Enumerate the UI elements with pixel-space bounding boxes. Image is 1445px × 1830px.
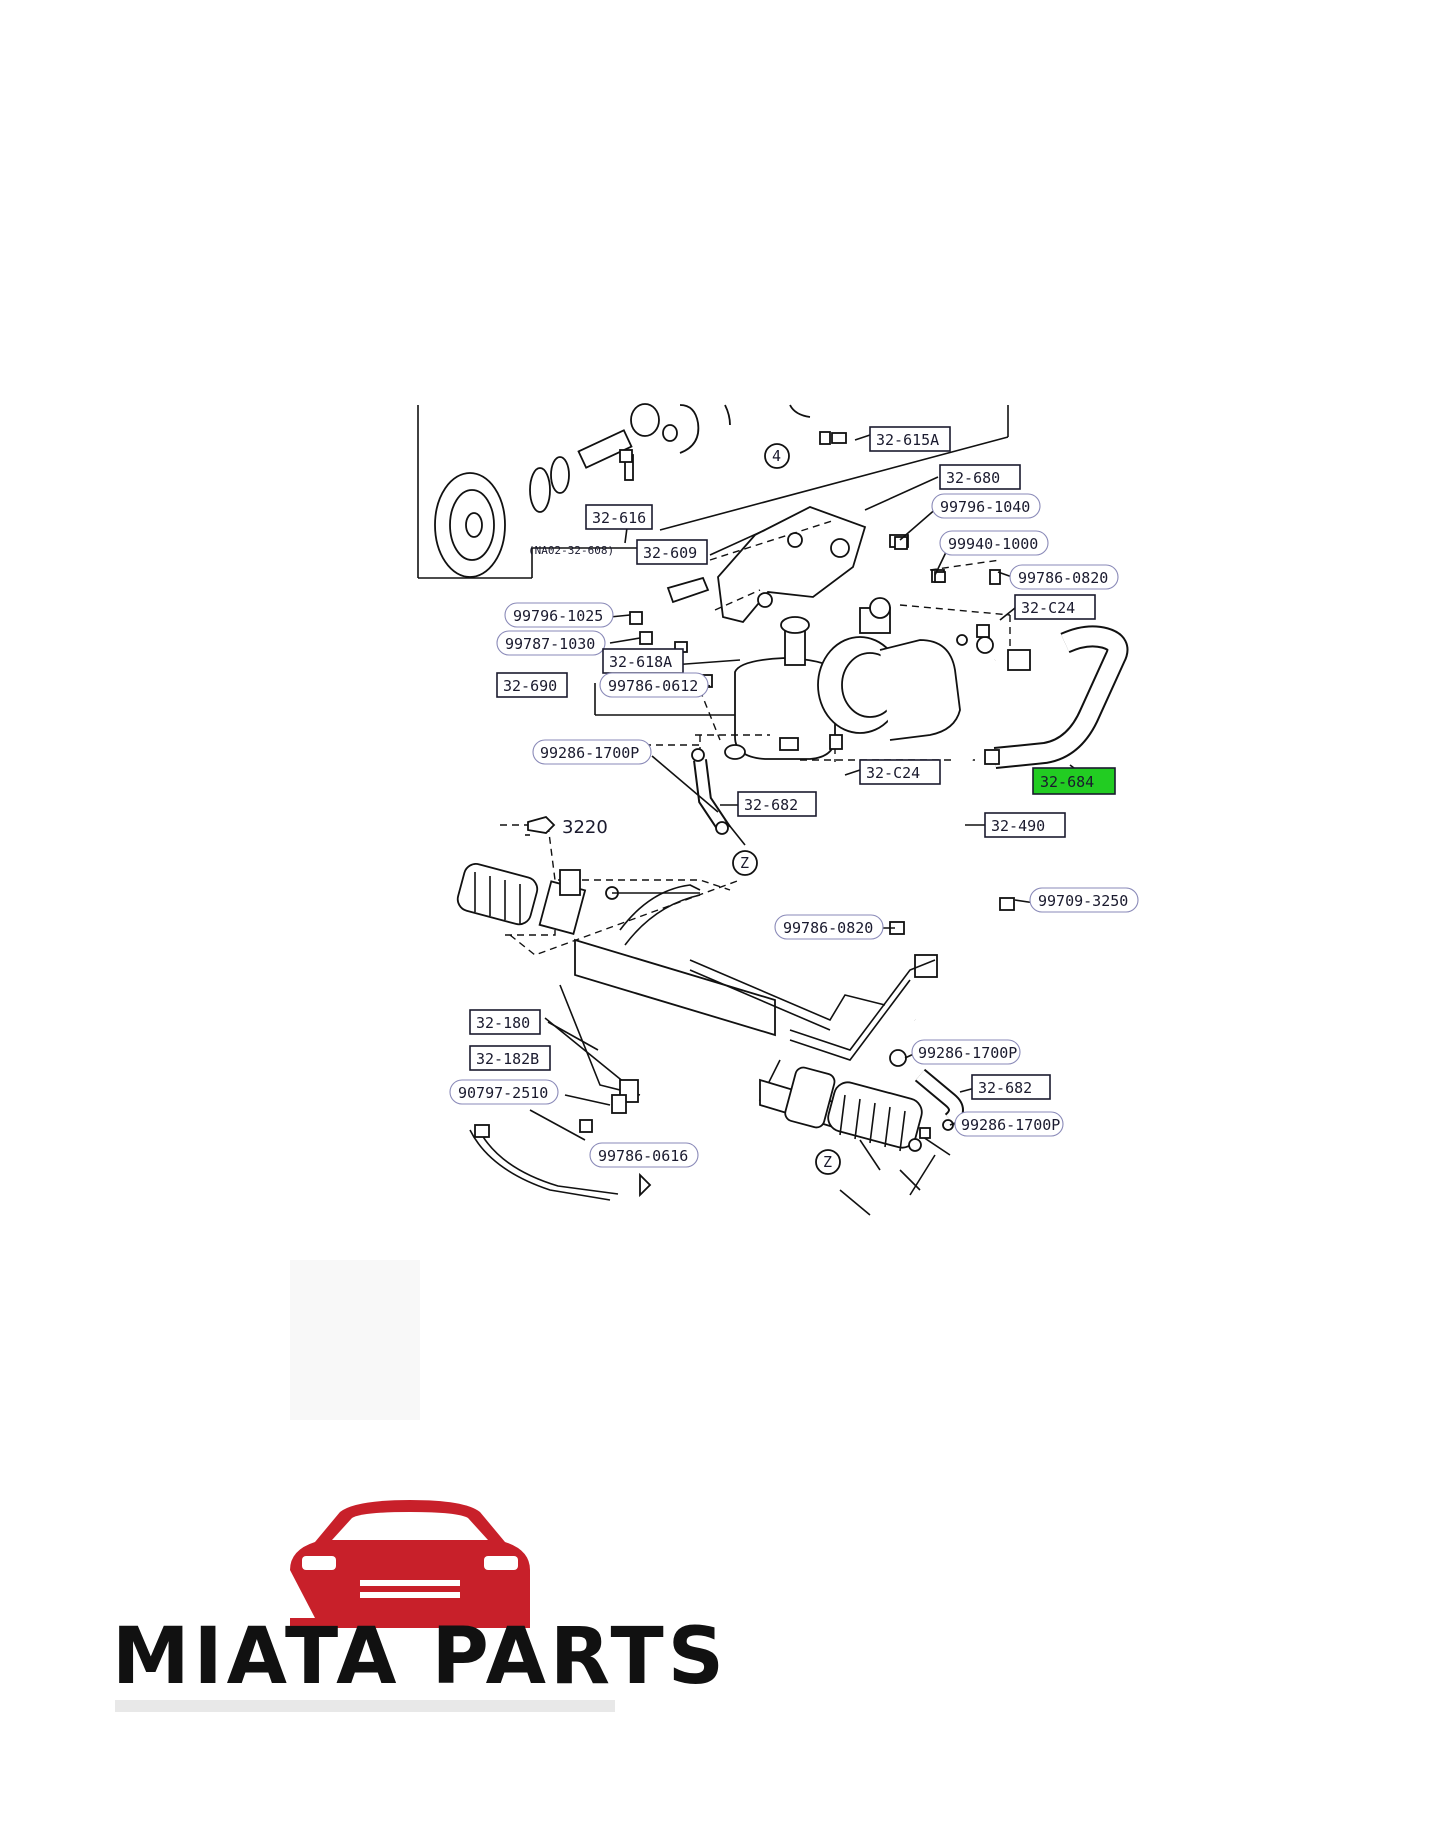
callout-box-c24b (859, 759, 941, 785)
callout-oval-1040 (931, 493, 1041, 519)
callout-box-616 (585, 504, 653, 530)
callout-box-609 (636, 539, 708, 565)
callout-680: 32-680 (946, 469, 1000, 487)
callout-oval-1700c (954, 1111, 1064, 1137)
callout-oval-0820a (1009, 564, 1119, 590)
callout-box-690 (496, 672, 568, 698)
callout-box-682a (737, 791, 817, 817)
callout-1700b: 99286-1700P (918, 1044, 1017, 1062)
return-hose (984, 625, 1129, 769)
lower-left-clamps (469, 1017, 936, 1216)
callout-3250: 99709-3250 (1038, 892, 1128, 910)
callout-1030: 99787-1030 (505, 635, 595, 653)
callout-oval-1700a (532, 739, 652, 765)
reference-arrow-icon (527, 815, 556, 834)
callout-oval-99940 (939, 530, 1049, 556)
car-front-icon (290, 1500, 530, 1628)
callout-box-490 (984, 812, 1066, 838)
callout-1025: 99796-1025 (513, 607, 603, 625)
callout-2510: 90797-2510 (458, 1084, 548, 1102)
callout-box-615a (869, 426, 951, 452)
callout-box-180 (469, 1009, 541, 1035)
callout-0612: 99786-0612 (608, 677, 698, 695)
feed-hose-lower (889, 1049, 964, 1131)
z-marker-circle-2 (815, 1149, 841, 1175)
callout-615a: 32-615A (876, 431, 939, 449)
steering-rack (456, 824, 951, 1156)
callout-oval-0612 (599, 672, 709, 698)
power-steering-pump (817, 597, 994, 741)
callout-618a: 32-618A (609, 653, 672, 671)
callout-oval-1025 (504, 602, 614, 628)
callout-690: 32-690 (503, 677, 557, 695)
four-marker: 4 (772, 447, 781, 465)
callout-box-682b (971, 1074, 1051, 1100)
callout-682a: 32-682 (744, 796, 798, 814)
callout-oval-2510 (449, 1079, 559, 1105)
fasteners (619, 431, 1015, 1139)
callout-1040: 99796-1040 (940, 498, 1030, 516)
callout-0820b: 99786-0820 (783, 919, 873, 937)
four-marker-circle (764, 443, 790, 469)
callouts: 32-615A 32-680 99796-1040 32-616 (NA02-3… (449, 426, 1139, 1175)
callout-1700a: 99286-1700P (540, 744, 639, 762)
callout-182b: 32-182B (476, 1050, 539, 1068)
callout-682b: 32-682 (978, 1079, 1032, 1097)
callout-oval-0820b (774, 914, 884, 940)
callout-oval-1700b (911, 1039, 1021, 1065)
callout-609: 32-609 (643, 544, 697, 562)
callout-99940: 99940-1000 (948, 535, 1038, 553)
callout-684: 32-684 (1040, 773, 1094, 791)
pump-pulley (434, 403, 847, 578)
z-marker-2: Z (823, 1153, 832, 1171)
callout-box-c24a (1014, 594, 1096, 620)
watermark (290, 1260, 420, 1420)
callout-c24a: 32-C24 (1021, 599, 1075, 617)
callout-0820a: 99786-0820 (1018, 569, 1108, 587)
callout-oval-1030 (496, 630, 606, 656)
fluid-reservoir (674, 616, 836, 760)
callout-490: 32-490 (991, 817, 1045, 835)
callout-box-182b (469, 1045, 551, 1071)
callout-3220: 3220 (562, 817, 608, 838)
callout-1700c: 99286-1700P (961, 1116, 1060, 1134)
feed-hose-upper (651, 748, 746, 846)
brand-name: MIATA PARTS (112, 1612, 728, 1702)
callout-180: 32-180 (476, 1014, 530, 1032)
frame-lines (417, 405, 1009, 579)
callout-616: 32-616 (592, 509, 646, 527)
callout-na02: (NA02-32-608) (528, 544, 614, 557)
callout-oval-0616 (589, 1142, 699, 1168)
callout-box-680 (939, 464, 1021, 490)
callout-oval-3250 (1029, 887, 1139, 913)
pump-bracket (666, 506, 945, 624)
callout-c24b: 32-C24 (866, 764, 920, 782)
pressure-hose (912, 649, 1031, 1029)
z-marker-circle-1 (732, 850, 758, 876)
callout-0616: 99786-0616 (598, 1147, 688, 1165)
z-marker-1: Z (740, 854, 749, 872)
callout-box-684-highlight (1032, 767, 1116, 795)
callout-box-618a (602, 648, 684, 674)
brand-underline (115, 1700, 615, 1712)
